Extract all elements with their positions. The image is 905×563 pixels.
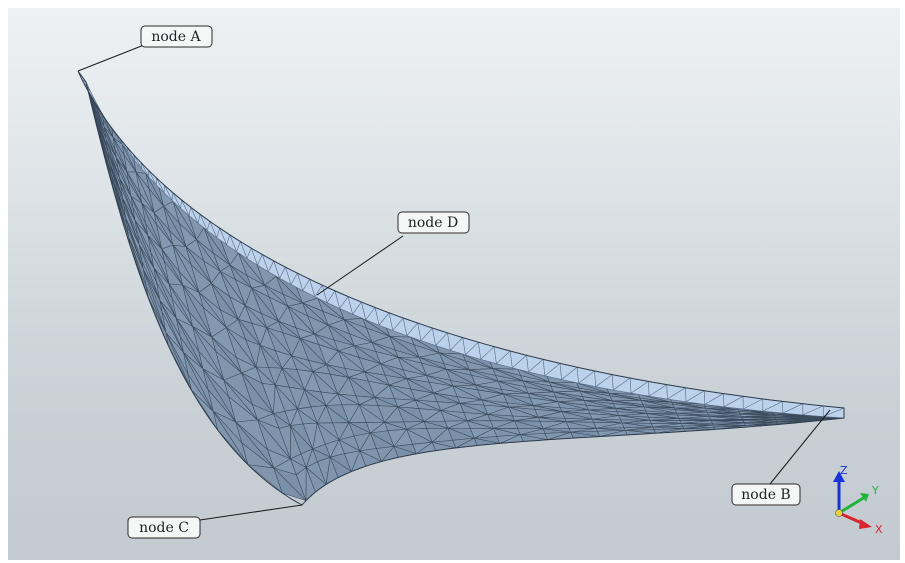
callout-node-d: node D [316,211,470,296]
shell-outline [77,70,845,506]
callout-box [127,516,201,539]
callout-box [397,211,470,234]
callout-label-node-c: node C [139,520,189,536]
leader-line [199,504,303,521]
callout-node-c: node C [127,504,303,539]
z-arrow-head [833,471,845,482]
triad-origin [835,509,843,517]
mesh-triangle [273,467,307,501]
mesh-triangle [165,332,192,391]
mesh-triangle [213,411,249,466]
x-axis-label: X [875,523,883,536]
leader-line [77,44,145,72]
x-arrow-head [859,519,872,529]
axis-triad: Z Y X [833,464,883,536]
callout-node-a: node A [77,25,213,72]
model-viewport[interactable]: node A node D node C node B Z Y [8,8,900,560]
mesh-scene: node A node D node C node B Z Y [77,25,883,539]
callout-label-node-a: node A [151,29,201,45]
leader-line [769,409,831,485]
triangulated-shell-mesh [85,81,845,501]
callout-box [140,25,213,48]
top-edge-band [77,70,845,506]
z-axis-label: Z [840,464,848,477]
y-axis-label: Y [871,484,879,497]
callout-box [731,483,801,506]
callout-node-b: node B [731,409,831,506]
callout-label-node-d: node D [408,215,458,231]
y-arrow-head [860,493,869,502]
y-axis-arrow [838,495,866,515]
callout-label-node-b: node B [741,487,790,503]
leader-line [316,235,404,296]
